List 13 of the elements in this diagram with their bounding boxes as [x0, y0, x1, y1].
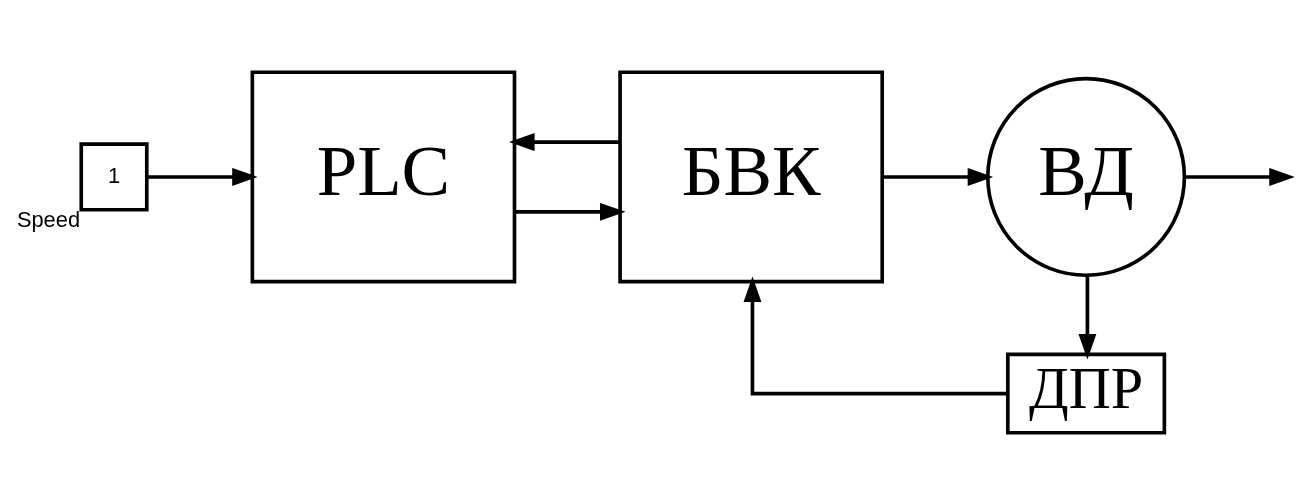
arrow: [147, 167, 258, 186]
arrow: [1078, 275, 1097, 359]
node-box: 1: [79, 141, 149, 212]
arrow: [514, 202, 626, 221]
arrow: [1184, 167, 1295, 186]
node-label: Speed: [16, 206, 81, 232]
node-box: PLC: [250, 69, 517, 283]
arrow: [882, 167, 994, 186]
arrow: [743, 276, 1008, 395]
arrow: [509, 132, 620, 151]
node-box: ДПР: [1006, 352, 1167, 435]
node-circle: ВД: [985, 76, 1187, 277]
node-box: БВК: [618, 69, 885, 283]
